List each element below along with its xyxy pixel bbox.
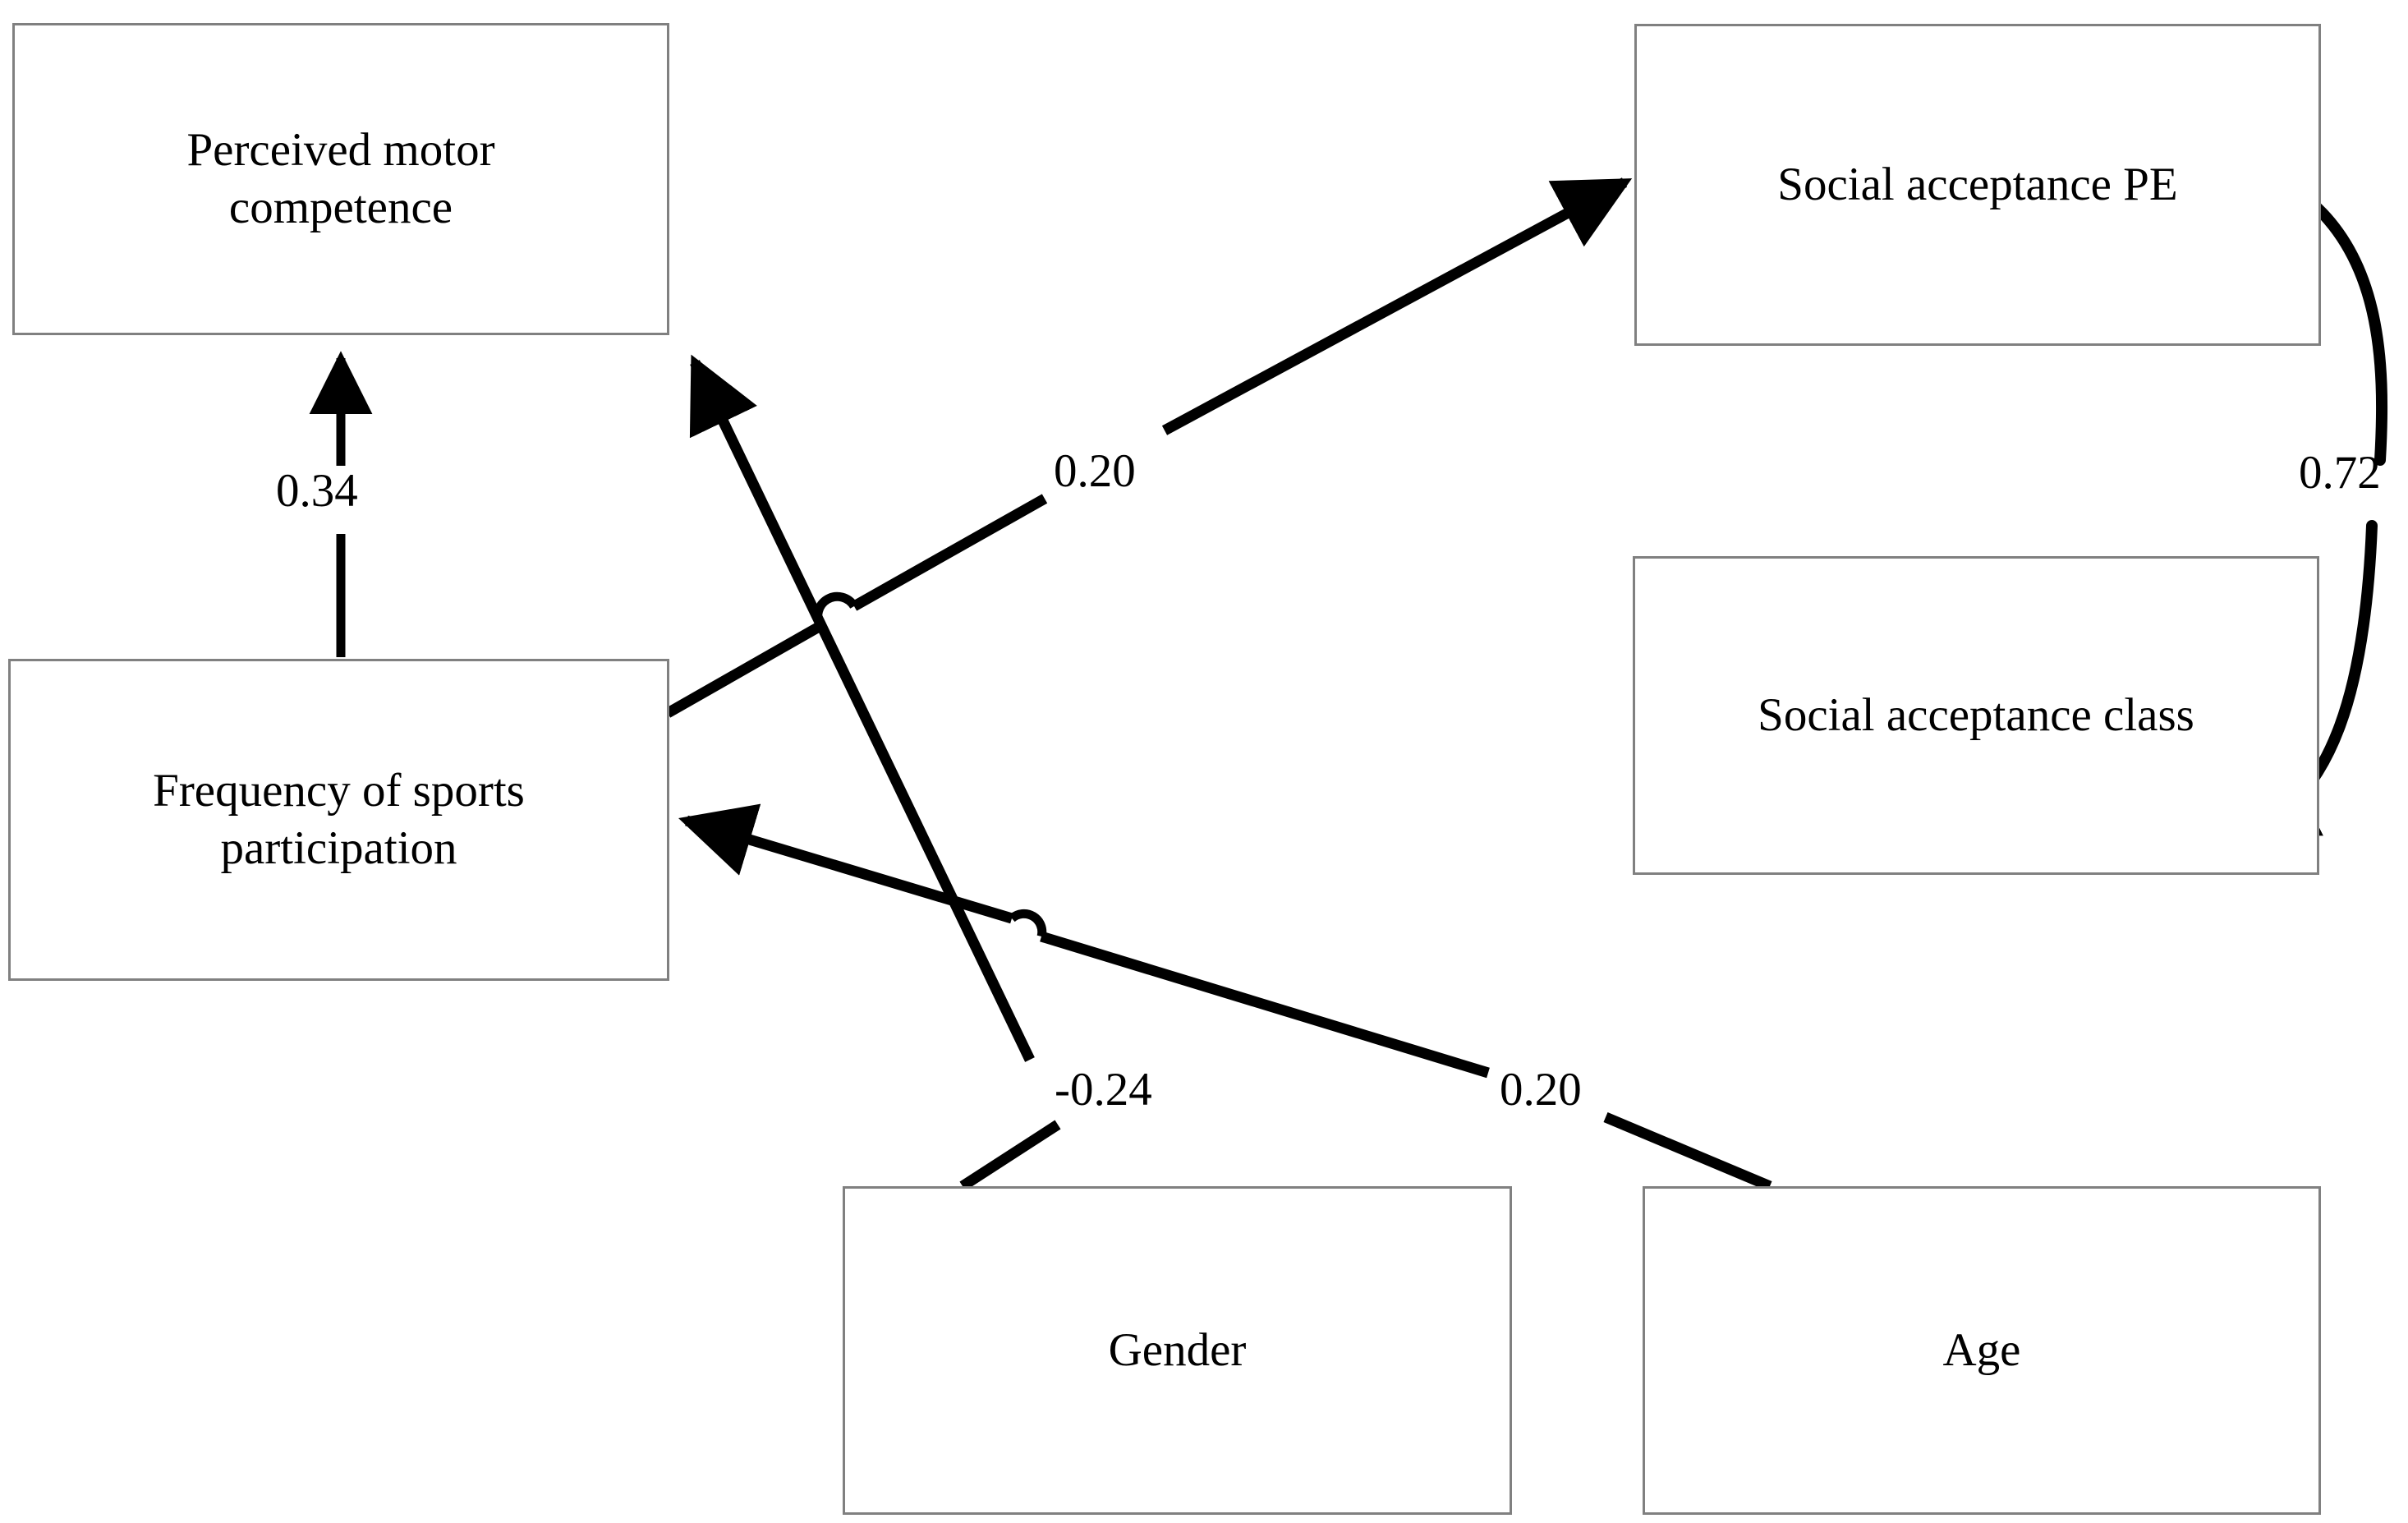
node-label-gender: Gender — [1108, 1324, 1247, 1377]
edge-label-age-to-freq: 0.20 — [1495, 1065, 1587, 1115]
node-age[interactable]: Age — [1643, 1186, 2321, 1515]
edge-age-to-freq — [678, 803, 1772, 1191]
edge-label-freq-to-pmc: 0.34 — [271, 466, 363, 516]
edge-gender-to-pmc — [689, 354, 1061, 1191]
node-social-acceptance-pe[interactable]: Social acceptance PE — [1634, 24, 2321, 346]
node-gender[interactable]: Gender — [843, 1186, 1512, 1515]
edge-label-gender-to-pmc: -0.24 — [1050, 1065, 1157, 1115]
node-label-social-acceptance-class: Social acceptance class — [1758, 689, 2194, 742]
edge-freq-to-sape — [664, 177, 1633, 718]
node-label-perceived-motor-competence: Perceived motor competence — [186, 124, 495, 233]
node-frequency-sports-participation[interactable]: Frequency of sports participation — [8, 659, 669, 981]
edge-label-freq-to-sape: 0.20 — [1049, 446, 1141, 496]
node-label-age: Age — [1942, 1324, 2021, 1377]
node-social-acceptance-class[interactable]: Social acceptance class — [1633, 556, 2319, 875]
node-perceived-motor-competence[interactable]: Perceived motor competence — [12, 23, 669, 335]
node-label-frequency-sports-participation: Frequency of sports participation — [153, 765, 525, 874]
edge-label-sape-to-sac: 0.72 — [2299, 447, 2381, 499]
node-label-social-acceptance-pe: Social acceptance PE — [1777, 159, 2178, 211]
